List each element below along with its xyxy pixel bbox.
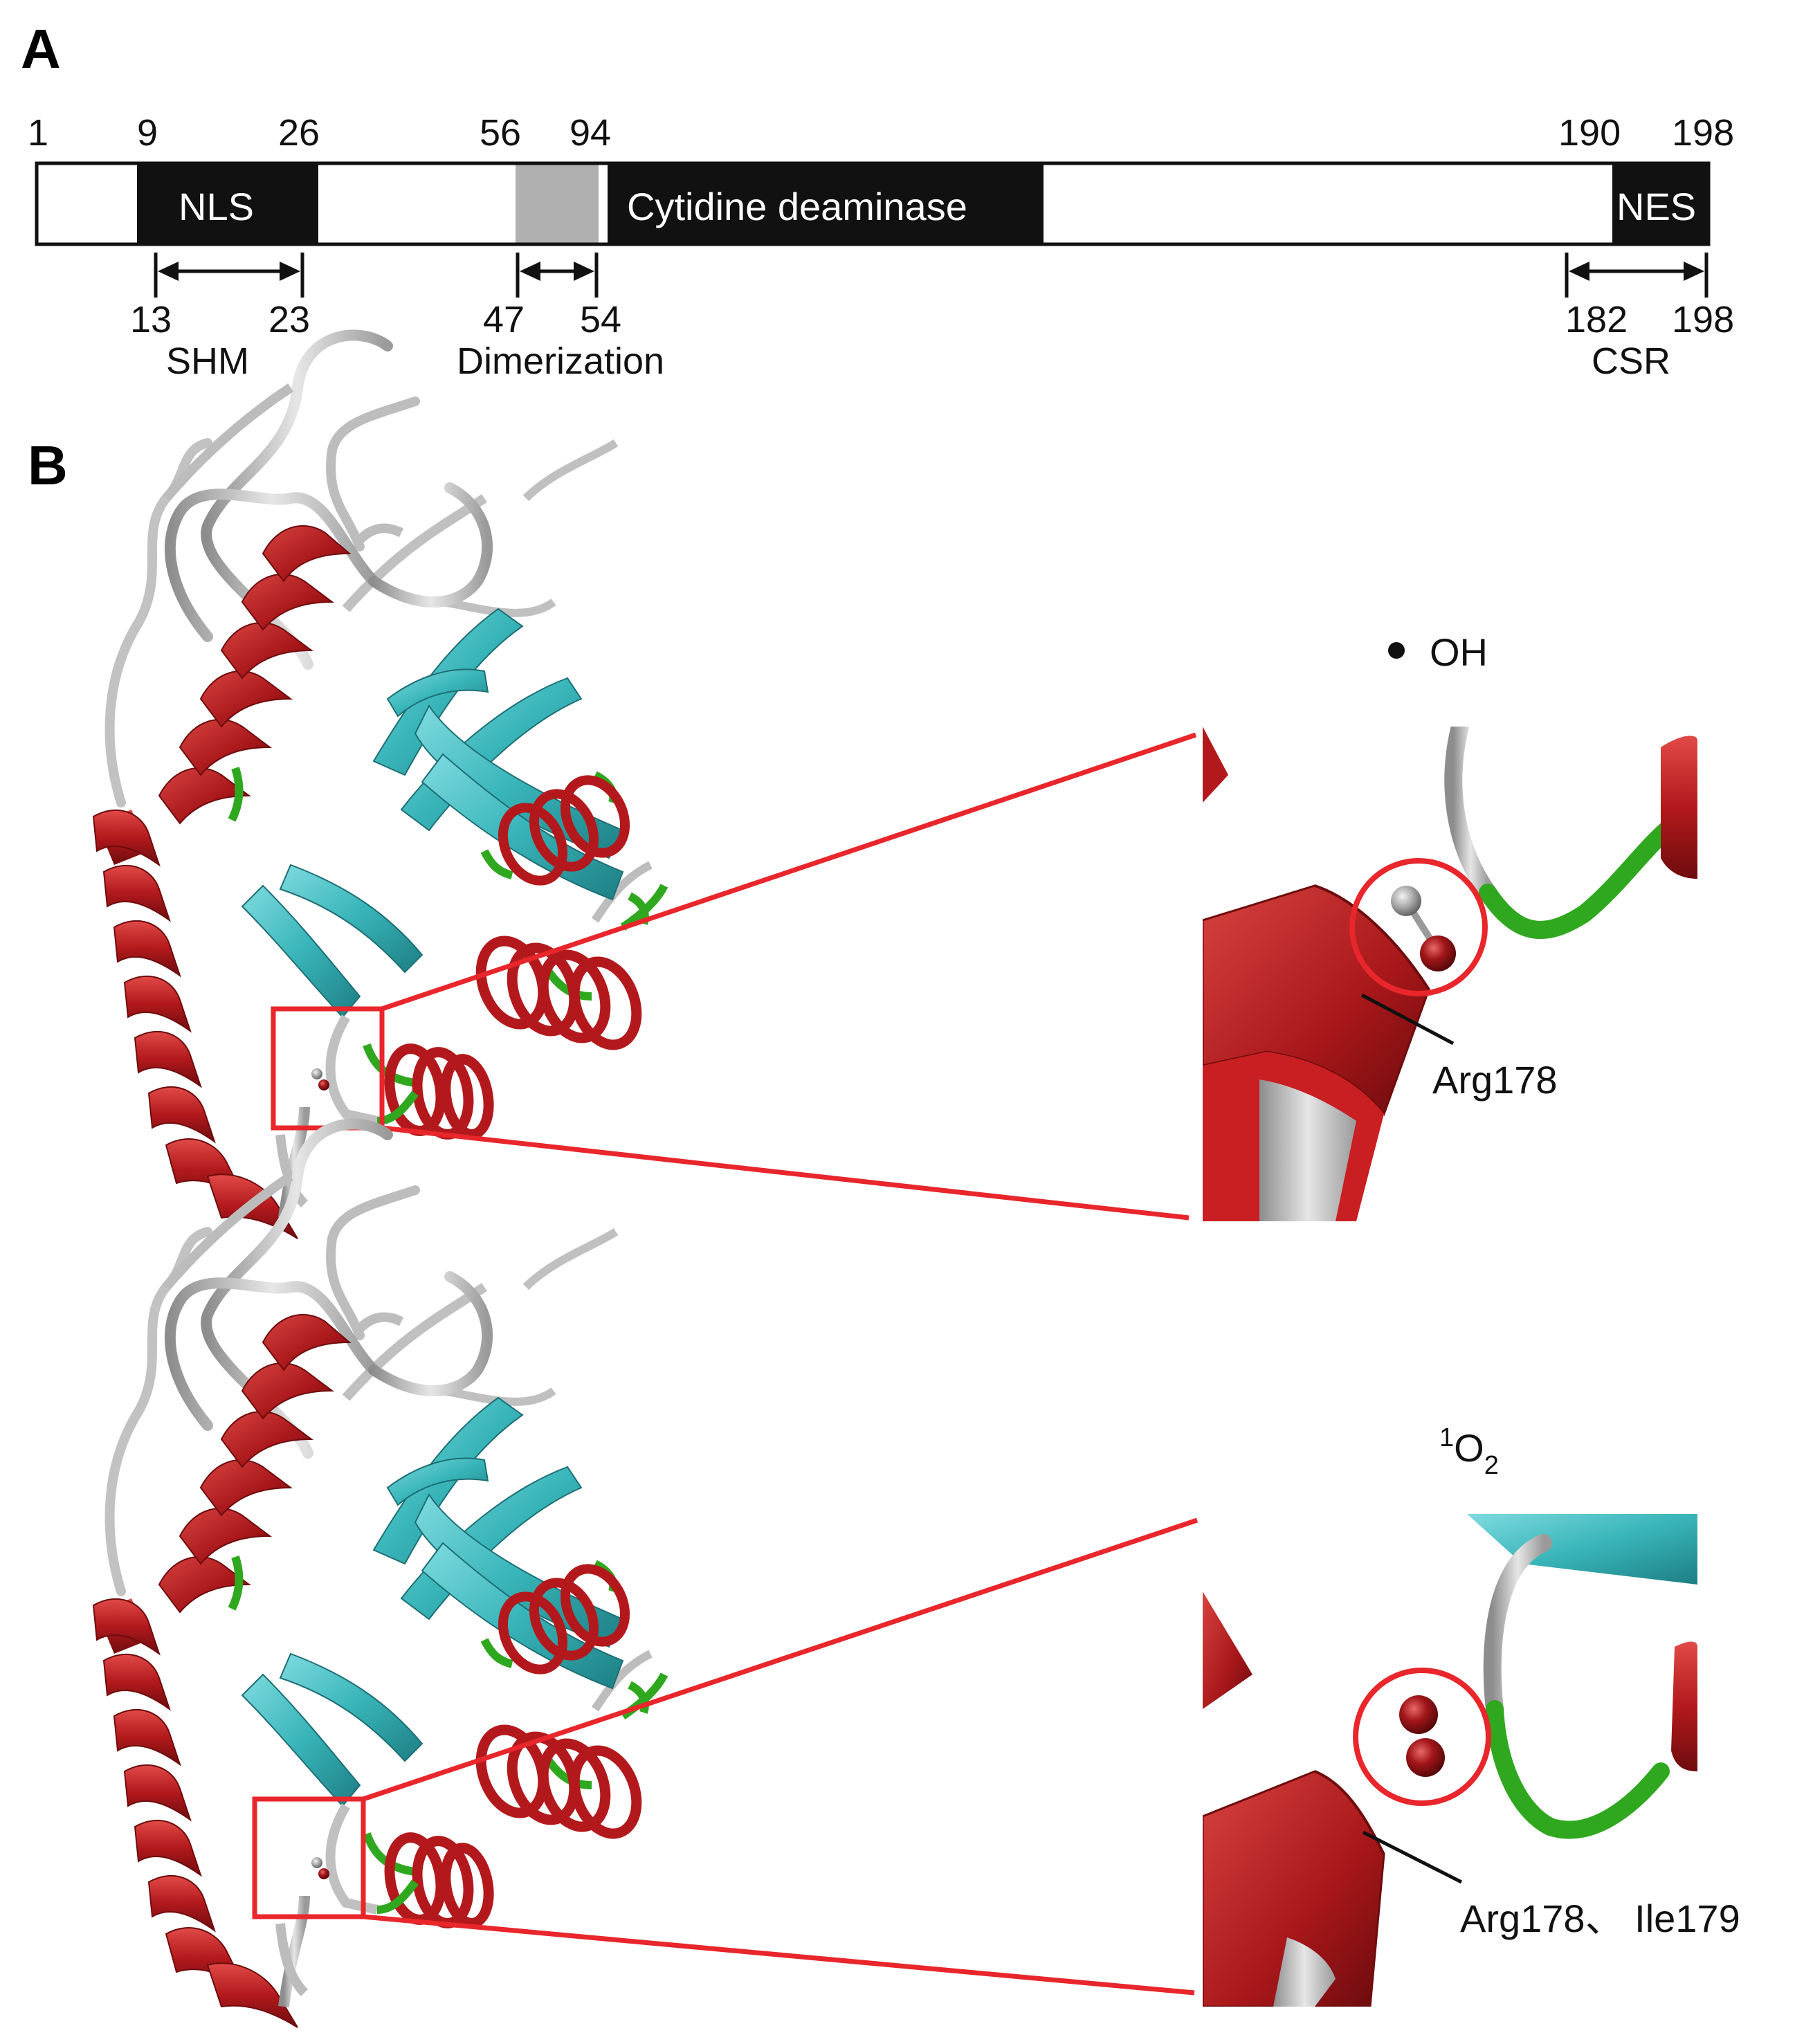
cytidine-deaminase-domain bbox=[608, 163, 1044, 244]
residue-number: 56 bbox=[480, 112, 521, 154]
residue-number: 190 bbox=[1558, 112, 1621, 154]
residue-number: 94 bbox=[570, 112, 611, 154]
residue-number: 198 bbox=[1672, 112, 1734, 154]
protein-structure-top bbox=[93, 335, 664, 1239]
active-site-box bbox=[252, 1796, 366, 1919]
residue-number: 23 bbox=[268, 299, 310, 340]
residue-number: 1 bbox=[28, 112, 48, 154]
residue-label-bottom: Arg178、 Ile179 bbox=[1460, 1897, 1740, 1940]
molecule-highlight-circle bbox=[1349, 858, 1488, 996]
panel-a-letter: A bbox=[21, 18, 61, 80]
residue-number: 54 bbox=[580, 299, 621, 340]
residue-number: 198 bbox=[1672, 299, 1734, 340]
residue-number: 9 bbox=[137, 112, 158, 154]
residue-number: 47 bbox=[483, 299, 525, 340]
protein-structure-bottom bbox=[93, 1124, 664, 2027]
dimerization-domain bbox=[516, 163, 599, 244]
nls-domain bbox=[137, 163, 318, 244]
radical-dot bbox=[1388, 642, 1405, 659]
zoom-inset-bottom bbox=[1203, 1514, 1697, 2007]
residue-number: 13 bbox=[130, 299, 172, 340]
residue-label-top: Arg178 bbox=[1432, 1058, 1558, 1102]
residue-number: 182 bbox=[1565, 299, 1628, 340]
residue-number: 26 bbox=[278, 112, 320, 154]
singlet-oxygen-superscript: 1 bbox=[1439, 1423, 1454, 1452]
molecule-highlight-circle bbox=[1353, 1668, 1491, 1806]
hydroxyl-radical-label: OH bbox=[1430, 630, 1488, 674]
dimerization-label: Dimerization bbox=[457, 340, 664, 382]
singlet-oxygen-subscript: 2 bbox=[1484, 1451, 1499, 1480]
zoom-lines-bottom bbox=[362, 1517, 1199, 1996]
zoom-lines-top bbox=[381, 732, 1197, 1221]
cytidine-deaminase-label: Cytidine deaminase bbox=[627, 185, 967, 228]
nes-domain bbox=[1612, 163, 1709, 244]
panel-b-letter: B bbox=[28, 435, 68, 496]
csr-label: CSR bbox=[1592, 340, 1670, 382]
nes-label: NES bbox=[1616, 185, 1696, 228]
singlet-oxygen-label: 1O2 bbox=[1439, 1423, 1499, 1480]
nls-label: NLS bbox=[179, 185, 254, 228]
zoom-inset-top bbox=[1203, 727, 1697, 1221]
region-brackets bbox=[154, 253, 1709, 298]
top-residue-numbers: 1 9 26 56 94 190 198 bbox=[28, 112, 1734, 154]
shm-label: SHM bbox=[166, 340, 249, 382]
singlet-oxygen-main: O bbox=[1454, 1426, 1484, 1470]
bottom-residue-numbers: 13 23 47 54 182 198 bbox=[130, 299, 1734, 340]
domain-bar: NLS Cytidine deaminase NES bbox=[35, 161, 1711, 246]
